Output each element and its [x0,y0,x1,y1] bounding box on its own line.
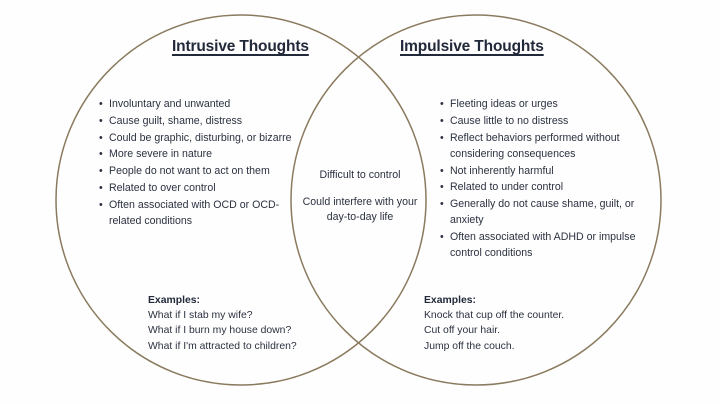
left-bullet-item: • People do not want to act on them [99,163,307,179]
left-set-title: Intrusive Thoughts [172,38,309,55]
right-bullet-item-label: Cause little to no distress [450,114,569,127]
bullet-dot-icon: • [440,114,444,127]
bullet-dot-icon: • [99,165,103,178]
right-example-line: Jump off the couch. [424,340,515,352]
left-bullet-item: • Involuntary and unwanted [99,96,307,112]
overlap-spacer [296,184,424,195]
right-bullet-item: • Reflect behaviors performed without con… [440,130,658,162]
left-circle-outline [55,14,427,386]
left-bullet-item-label: More severe in nature [109,148,213,161]
bullet-dot-icon: • [99,198,103,211]
bullet-dot-icon: • [440,231,444,244]
bullet-dot-icon: • [99,114,103,127]
right-bullet-item: • Generally do not cause shame, guilt, or… [440,196,658,228]
right-bullet-item: • Often associated with ADHD or impulse c… [440,229,658,261]
bullet-dot-icon: • [99,98,103,110]
right-circle-outline [290,14,662,386]
left-bullet-item: • Cause guilt, shame, distress [99,113,307,129]
overlap-line-2: Could interfere with your day-to-day lif… [302,195,418,224]
right-bullet-item-label: Not inherently harmful [450,164,554,177]
overlap-line-1: Difficult to control [319,169,401,181]
left-bullet-item-label: Related to over control [109,181,216,194]
right-bullet-item: • Not inherently harmful [440,163,658,179]
right-bullet-item-label: Generally do not cause shame, guilt, or … [450,198,635,227]
bullet-dot-icon: • [440,198,444,211]
left-bullet-item-label: Cause guilt, shame, distress [109,114,243,127]
left-example-line: What if I burn my house down? [148,325,292,337]
right-set-bullet-list: • Fleeting ideas or urges • Cause little to… [440,96,658,262]
left-set-bullet-list: • Involuntary and unwanted • Cause guilt, s… [99,96,307,230]
bullet-dot-icon: • [99,148,103,161]
bullet-dot-icon: • [99,131,103,144]
right-bullet-item-label: Fleeting ideas or urges [450,98,558,110]
left-bullet-item: • More severe in nature [99,146,307,162]
left-examples-list: What if I stab my wife? What if I burn my… [148,308,297,354]
right-set-title: Impulsive Thoughts [400,38,544,55]
right-bullet-item: • Fleeting ideas or urges [440,96,658,112]
bullet-dot-icon: • [440,98,444,110]
left-bullet-item: • Related to over control [99,180,307,196]
right-example-line: Knock that cup off the counter. [424,310,565,322]
left-bullet-item-label: Often associated with OCD or OCD-related… [109,198,280,227]
right-bullet-item-label: Often associated with ADHD or impulse co… [450,231,636,260]
left-examples-heading: Examples: [148,295,200,306]
right-examples-heading: Examples: [424,295,476,306]
bullet-dot-icon: • [440,164,444,177]
overlap-text-block: Difficult to control Could interfere wit… [296,168,424,226]
right-bullet-item-label: Related to under control [450,181,564,194]
left-bullet-item-label: Could be graphic, disturbing, or bizarre [109,131,292,144]
right-examples-list: Knock that cup off the counter. Cut off y… [424,308,564,354]
right-bullet-item: • Cause little to no distress [440,113,658,129]
bullet-dot-icon: • [440,181,444,194]
left-bullet-item-label: People do not want to act on them [109,165,270,178]
right-example-line: Cut off your hair. [424,325,501,337]
left-example-line: What if I stab my wife? [148,310,253,322]
left-examples-block: Examples: What if I stab my wife?What if… [148,293,297,354]
bullet-dot-icon: • [440,131,444,144]
left-bullet-item: • Often associated with OCD or OCD-relate… [99,197,307,229]
left-bullet-item: • Could be graphic, disturbing, or bizarr… [99,130,307,146]
bullet-dot-icon: • [99,181,103,194]
right-bullet-item-label: Reflect behaviors performed without cons… [450,131,620,160]
right-bullet-item: • Related to under control [440,179,658,195]
left-example-line: What if I'm attracted to children? [148,340,297,352]
right-examples-block: Examples: Knock that cup off the counter… [424,293,564,354]
left-bullet-item-label: Involuntary and unwanted [109,98,231,110]
